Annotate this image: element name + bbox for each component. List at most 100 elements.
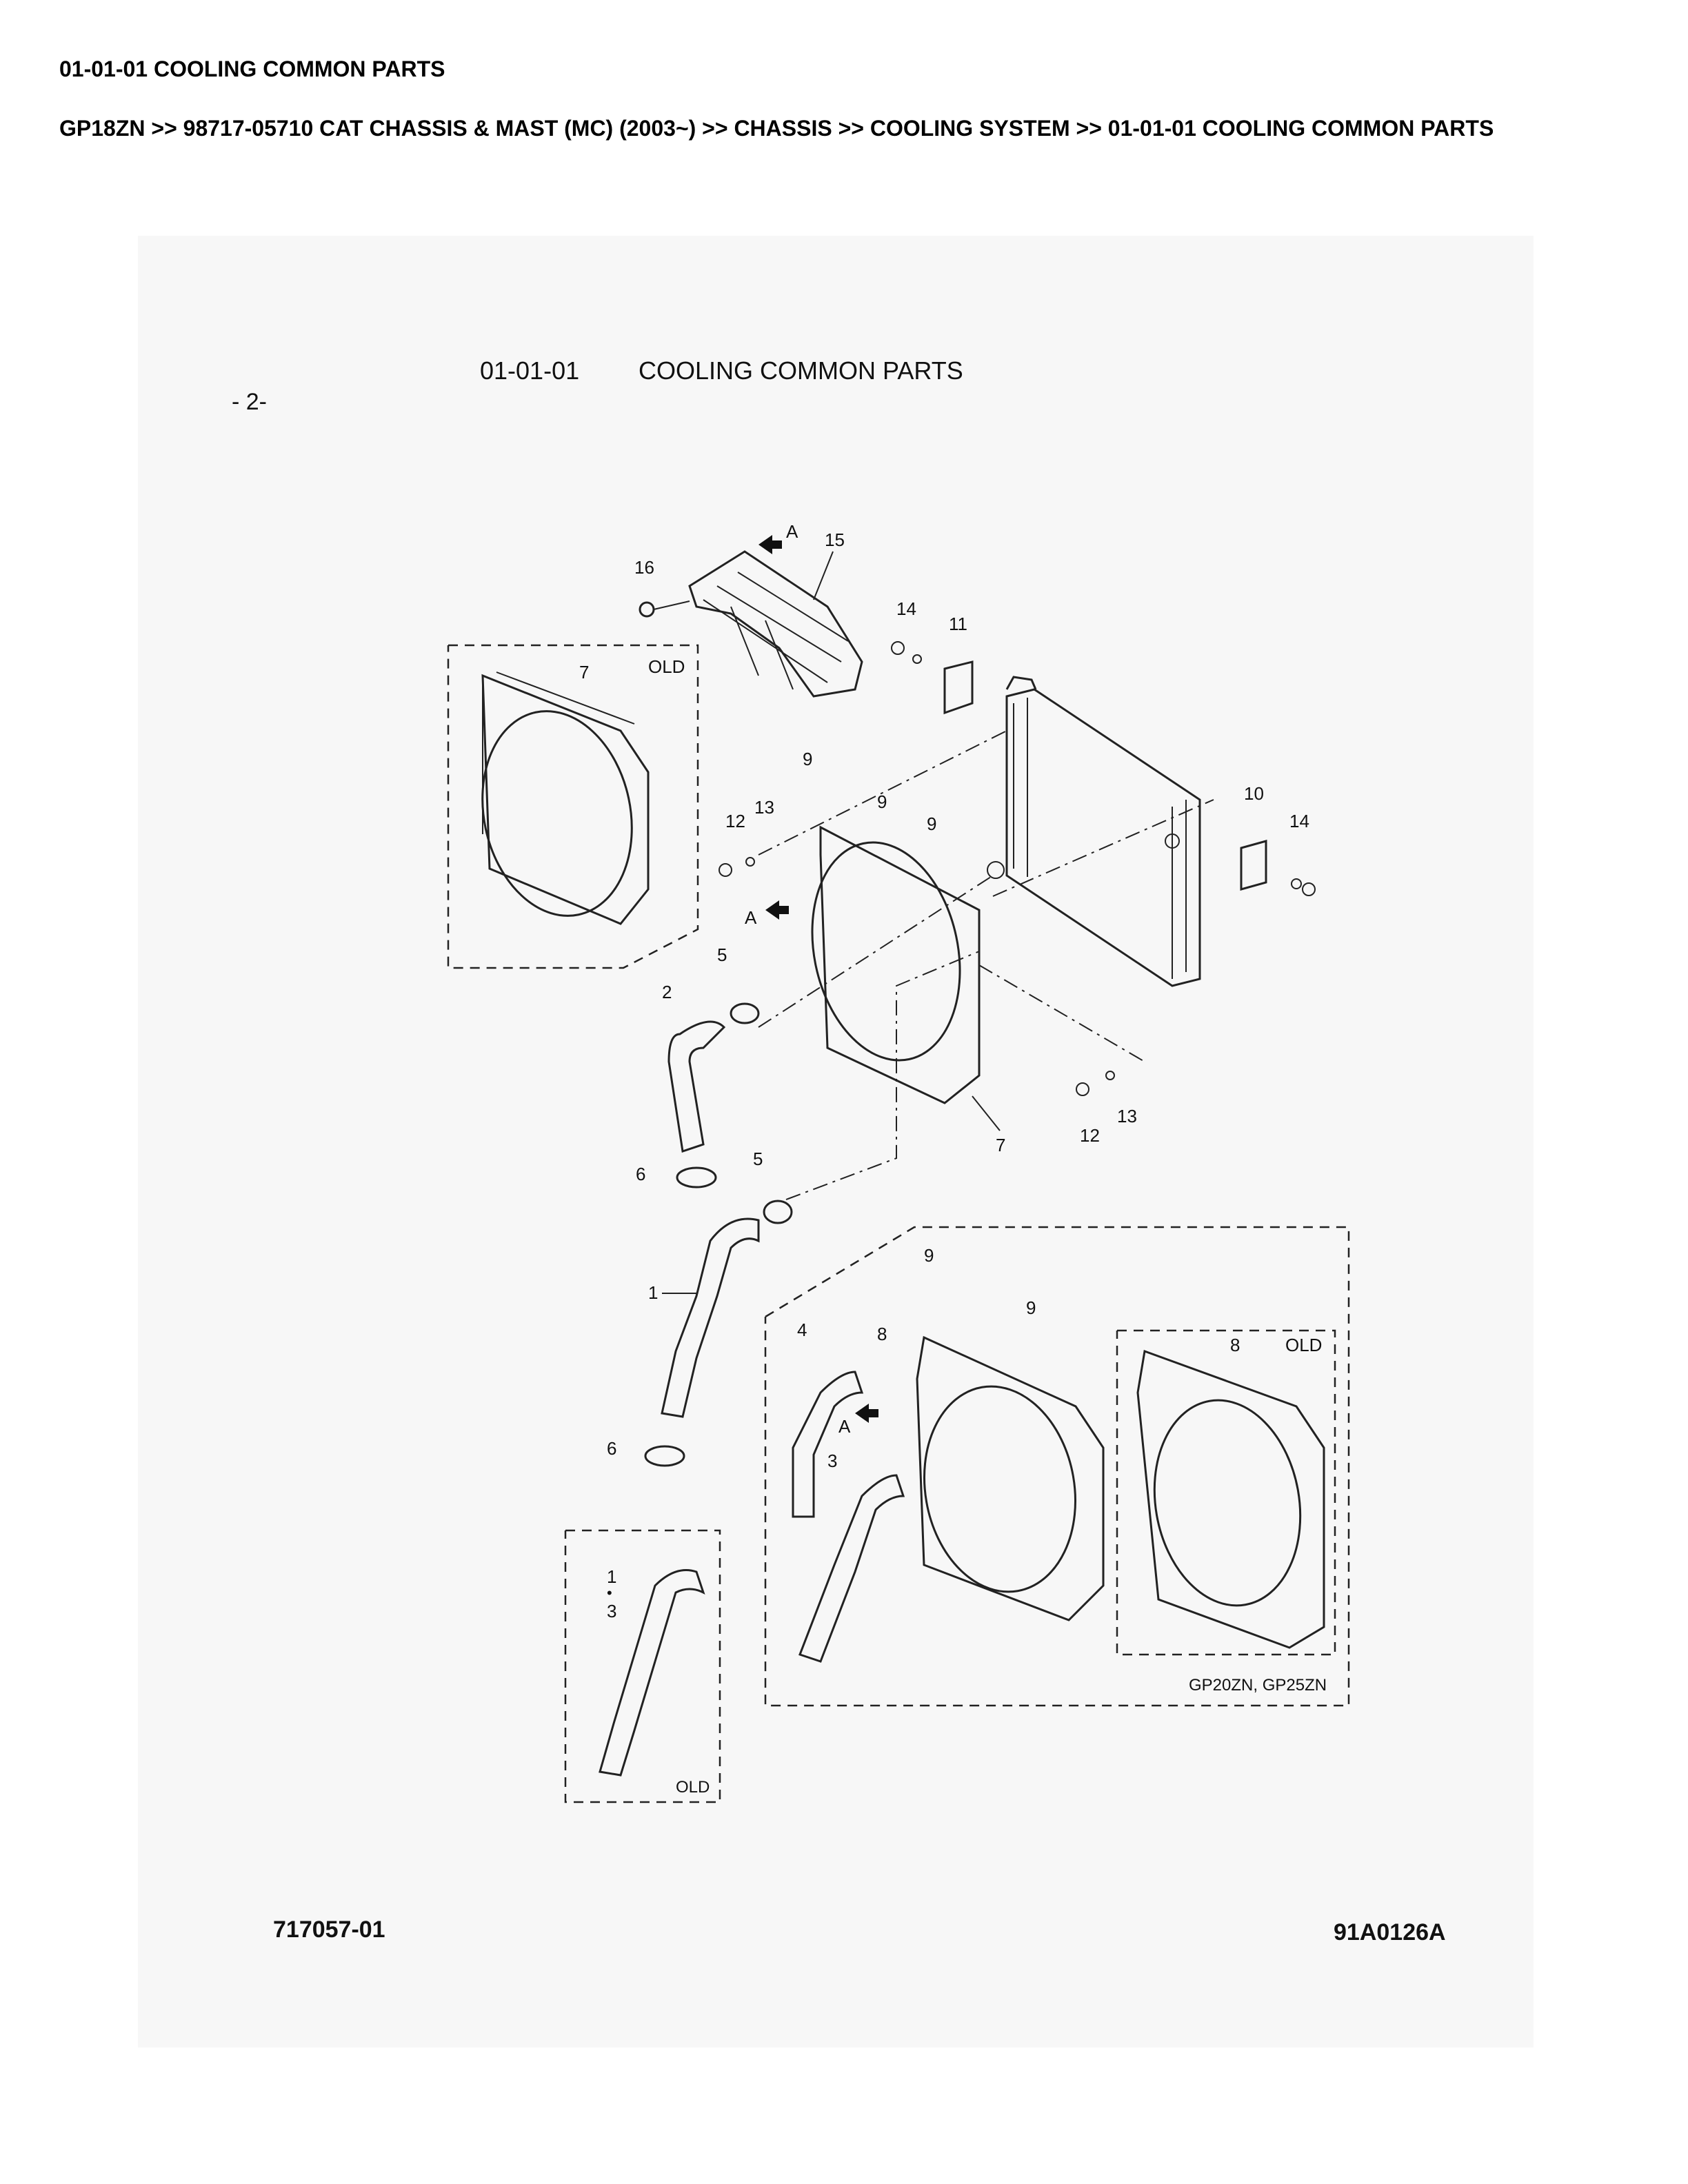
callout-14-top: 14 bbox=[896, 598, 916, 619]
lower-hose-group: 5 1 6 bbox=[607, 1149, 793, 1467]
leader-7-main bbox=[972, 1095, 1001, 1131]
callout-7-main: 7 bbox=[996, 1135, 1005, 1155]
bolt-16 bbox=[639, 601, 655, 618]
clamp-5-top bbox=[730, 1002, 760, 1024]
bracket-10-group: 10 14 bbox=[1240, 783, 1316, 896]
callout-15: 15 bbox=[825, 529, 845, 550]
bolt-16-shank bbox=[653, 600, 690, 610]
bracket-10 bbox=[1240, 840, 1267, 891]
align-line-1 bbox=[758, 730, 1007, 856]
view-a-arrow-bottom bbox=[855, 1404, 878, 1423]
old-shroud-8-dashed-box bbox=[1116, 1329, 1336, 1656]
align-line-2 bbox=[992, 799, 1214, 897]
radiator-core bbox=[1005, 688, 1201, 987]
callout-8-old: 8 bbox=[1230, 1335, 1240, 1355]
drawing-number-right: 91A0126A bbox=[1334, 1919, 1446, 1945]
radiator-group bbox=[987, 676, 1201, 987]
fan-shroud-group: 9 9 9 7 A bbox=[745, 749, 1005, 1155]
callout-7-old: 7 bbox=[579, 662, 589, 682]
callout-8-new: 8 bbox=[877, 1324, 887, 1344]
old-hose-dashed-box bbox=[564, 1529, 721, 1803]
radiator-inlet bbox=[987, 861, 1005, 879]
diagram-section-code: 01-01-01 bbox=[480, 356, 579, 385]
fan-guard bbox=[688, 550, 863, 698]
clamp-6-bottom bbox=[644, 1445, 685, 1467]
old-hose-label-1: 1 bbox=[607, 1566, 616, 1587]
fan-shroud-8-old-ring bbox=[1153, 1399, 1302, 1607]
upper-hose bbox=[667, 1020, 726, 1153]
callout-6-top: 6 bbox=[636, 1164, 645, 1184]
bracket-11-group: 14 11 bbox=[891, 598, 974, 715]
callout-14-right: 14 bbox=[1289, 811, 1309, 831]
clamp-6-top bbox=[676, 1166, 717, 1189]
callout-5-top: 5 bbox=[717, 944, 727, 965]
callout-9-b: 9 bbox=[877, 791, 887, 812]
callout-6-bottom: 6 bbox=[607, 1438, 616, 1459]
callout-2: 2 bbox=[662, 982, 672, 1002]
align-line-4 bbox=[758, 875, 994, 1028]
washer-14-right bbox=[1291, 878, 1302, 889]
view-a-arrow-top bbox=[758, 535, 782, 554]
fan-shroud-8-new bbox=[916, 1335, 1105, 1621]
hose-3 bbox=[798, 1474, 905, 1663]
callout-13-top: 13 bbox=[754, 797, 774, 818]
fan-shroud-8-new-ring bbox=[923, 1385, 1077, 1593]
callout-12-bottom: 12 bbox=[1080, 1125, 1100, 1146]
old-shroud-frame bbox=[481, 674, 650, 925]
page-marker: - 2- bbox=[232, 389, 267, 415]
old-hose-label-dot: • bbox=[607, 1584, 612, 1601]
bracket-11 bbox=[943, 660, 974, 715]
washer-14-top bbox=[912, 654, 922, 664]
fan-guard-group: 16 15 A bbox=[634, 521, 863, 698]
bolt-12-top bbox=[719, 863, 732, 877]
old-shroud-flange bbox=[482, 671, 635, 834]
old-hose-old-label: OLD bbox=[676, 1778, 710, 1797]
callout-1: 1 bbox=[648, 1282, 658, 1303]
old-hose-group: 1 • 3 OLD bbox=[564, 1529, 721, 1803]
old-label-8: OLD bbox=[1285, 1335, 1322, 1355]
gp20-gp25-dashed-box bbox=[764, 1226, 1350, 1707]
bolt-14-top bbox=[891, 641, 905, 655]
diagram-section-title: COOLING COMMON PARTS bbox=[639, 356, 963, 385]
drawing-number-left: 717057-01 bbox=[273, 1917, 385, 1943]
view-a-label-bottom: A bbox=[838, 1416, 851, 1437]
clamp-5-bottom bbox=[763, 1200, 793, 1224]
old-label: OLD bbox=[648, 656, 685, 677]
old-fan-shroud-group: OLD 7 bbox=[447, 644, 699, 969]
callout-10: 10 bbox=[1244, 783, 1264, 804]
view-a-arrow-mid bbox=[765, 900, 789, 920]
gp20-gp25-group: GP20ZN, GP25ZN 9 9 4 8 3 A bbox=[764, 1226, 1350, 1707]
washer-13-bottom bbox=[1105, 1071, 1115, 1080]
bolt-14-right bbox=[1302, 882, 1316, 896]
fasteners-left: 12 13 bbox=[719, 797, 774, 877]
old-fan-shroud-8-group: OLD 8 bbox=[1116, 1329, 1336, 1656]
callout-9-d: 9 bbox=[924, 1245, 934, 1266]
washer-13-top bbox=[745, 857, 755, 867]
page-title: 01-01-01 COOLING COMMON PARTS bbox=[59, 57, 445, 81]
model-note: GP20ZN, GP25ZN bbox=[1189, 1676, 1327, 1695]
view-a-label-top: A bbox=[786, 521, 798, 542]
callout-16: 16 bbox=[634, 557, 654, 578]
callout-9-e: 9 bbox=[1026, 1297, 1036, 1318]
old-shroud-ring bbox=[481, 710, 633, 917]
align-line-3 bbox=[978, 964, 1145, 1062]
radiator-outlet bbox=[1165, 833, 1180, 849]
callout-11: 11 bbox=[949, 614, 967, 634]
radiator-tanks bbox=[1013, 698, 1187, 979]
old-hose bbox=[599, 1569, 705, 1777]
fasteners-right: 12 13 bbox=[1076, 1071, 1137, 1146]
fan-guard-mesh bbox=[703, 572, 849, 690]
breadcrumb: GP18ZN >> 98717-05710 CAT CHASSIS & MAST… bbox=[59, 116, 1494, 141]
alignment-lines bbox=[758, 730, 1214, 1200]
fan-shroud-frame bbox=[819, 825, 981, 1104]
fan-shroud-8-old bbox=[1136, 1349, 1325, 1649]
callout-9-c: 9 bbox=[927, 813, 936, 834]
align-line-5 bbox=[785, 951, 980, 1200]
upper-hose-group: 2 5 6 bbox=[636, 944, 760, 1189]
old-hose-label-3: 3 bbox=[607, 1601, 616, 1621]
diagram-panel bbox=[138, 236, 1534, 2048]
old-shroud-dashed-box bbox=[447, 644, 699, 969]
callout-13-bottom: 13 bbox=[1117, 1106, 1137, 1126]
radiator-cap bbox=[1005, 676, 1037, 690]
